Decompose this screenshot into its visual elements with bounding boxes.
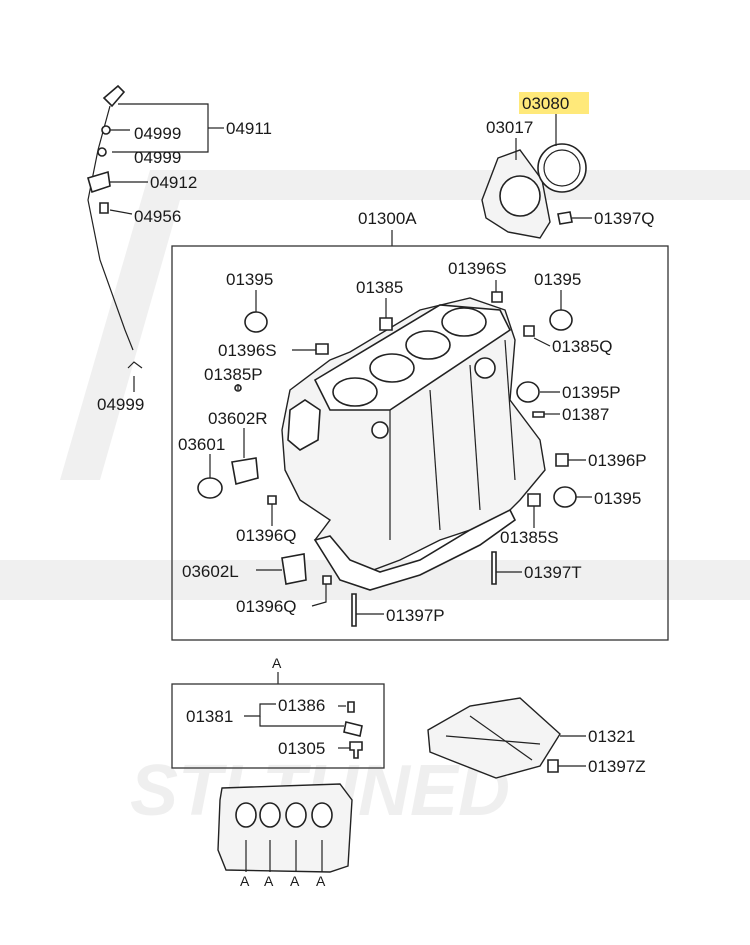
detail-A-parts bbox=[244, 701, 363, 759]
dipstick-tip-marker bbox=[127, 361, 143, 369]
label-01396s-top: 01396S bbox=[448, 259, 507, 278]
label-A-3: A bbox=[290, 873, 300, 889]
label-01385p: 01385P bbox=[204, 365, 263, 384]
front-port bbox=[371, 421, 389, 439]
seal-case-bolt bbox=[557, 211, 573, 225]
label-A-4: A bbox=[316, 873, 326, 889]
pin-01386 bbox=[347, 701, 355, 713]
label-A-1: A bbox=[240, 873, 250, 889]
plug-01395-right bbox=[549, 309, 573, 331]
plug-01385 bbox=[379, 317, 393, 331]
label-03080: 03080 bbox=[522, 94, 569, 113]
label-01397t: 01397T bbox=[524, 563, 582, 582]
label-01300a: 01300A bbox=[358, 209, 417, 228]
label-01385: 01385 bbox=[356, 278, 403, 297]
front-boss bbox=[287, 399, 321, 451]
side-port bbox=[474, 357, 496, 379]
label-01385s: 01385S bbox=[500, 528, 559, 547]
plug-01396q-lower bbox=[322, 575, 332, 585]
label-01397z: 01397Z bbox=[588, 757, 646, 776]
heat-shield bbox=[427, 697, 561, 779]
plug-01385s bbox=[527, 493, 541, 507]
label-01397q: 01397Q bbox=[594, 209, 655, 228]
bolt-01305 bbox=[349, 741, 363, 759]
label-01385q: 01385Q bbox=[552, 337, 613, 356]
rear-seal-assembly bbox=[481, 114, 592, 239]
cylinder-bore-3 bbox=[405, 330, 451, 360]
label-01386: 01386 bbox=[278, 696, 325, 715]
block-bottom-view bbox=[217, 783, 353, 873]
label-01396s-left: 01396S bbox=[218, 341, 277, 360]
label-A-2: A bbox=[264, 873, 274, 889]
label-04999-lower: 04999 bbox=[134, 148, 181, 167]
label-01396p: 01396P bbox=[588, 451, 647, 470]
plug-01385q bbox=[523, 325, 535, 337]
dipstick-guide-bracket bbox=[87, 170, 111, 194]
label-01397p: 01397P bbox=[386, 606, 445, 625]
detail-A-frame bbox=[171, 683, 385, 769]
cylinder-block bbox=[281, 297, 546, 591]
bearing-03601 bbox=[197, 477, 223, 499]
block-underside bbox=[217, 783, 353, 873]
plug-01396s-top bbox=[491, 291, 503, 303]
label-01305: 01305 bbox=[278, 739, 325, 758]
cylinder-bore-4 bbox=[441, 307, 487, 337]
rear-case-hole bbox=[499, 175, 541, 217]
plug-01395-left bbox=[244, 311, 268, 333]
cylinder-block-frame bbox=[171, 245, 669, 641]
bearing-03602r bbox=[231, 457, 259, 486]
heat-shield-bolt bbox=[547, 759, 559, 773]
label-03601: 03601 bbox=[178, 435, 225, 454]
block-leaders bbox=[209, 280, 592, 615]
plug-01395p bbox=[516, 381, 540, 403]
cylinder-bore-1 bbox=[332, 377, 378, 407]
o-ring-lower bbox=[97, 147, 107, 157]
plug-01396s-left bbox=[315, 343, 329, 355]
label-01395-lower: 01395 bbox=[594, 489, 641, 508]
rear-oil-seal bbox=[537, 143, 587, 193]
bolt-01397p bbox=[351, 593, 357, 627]
bearing-03602l bbox=[281, 553, 307, 585]
dipstick-rod bbox=[87, 105, 134, 351]
label-03602r: 03602R bbox=[208, 409, 268, 428]
label-01396q-lower: 01396Q bbox=[236, 597, 297, 616]
label-01396q: 01396Q bbox=[236, 526, 297, 545]
plug-01396p bbox=[555, 453, 569, 467]
label-01395p: 01395P bbox=[562, 383, 621, 402]
label-04956: 04956 bbox=[134, 207, 181, 226]
cylinder-bore-2 bbox=[369, 353, 415, 383]
label-01395-left: 01395 bbox=[226, 270, 273, 289]
label-01321: 01321 bbox=[588, 727, 635, 746]
block-oil-pan-flange bbox=[313, 508, 517, 591]
plug-01396q bbox=[267, 495, 277, 505]
pin-01387 bbox=[532, 411, 545, 418]
dipstick-assembly bbox=[87, 84, 224, 392]
heat-shield-assembly bbox=[427, 697, 586, 779]
label-01387: 01387 bbox=[562, 405, 609, 424]
label-A-detail: A bbox=[272, 655, 282, 671]
label-01381: 01381 bbox=[186, 707, 233, 726]
label-01395-right: 01395 bbox=[534, 270, 581, 289]
o-ring-upper bbox=[101, 125, 111, 135]
bolt-01397t bbox=[491, 551, 497, 585]
label-04912: 04912 bbox=[150, 173, 197, 192]
label-03602l: 03602L bbox=[182, 562, 239, 581]
highlight-03080 bbox=[519, 92, 589, 114]
dipstick-handle bbox=[102, 84, 126, 108]
label-04999-upper: 04999 bbox=[134, 124, 181, 143]
block-plugs-and-bearings bbox=[197, 291, 577, 627]
clip-01381 bbox=[343, 721, 363, 737]
label-04999-tip: 04999 bbox=[97, 395, 144, 414]
plug-01395-lower bbox=[553, 486, 577, 508]
label-03017: 03017 bbox=[486, 118, 533, 137]
label-04911: 04911 bbox=[226, 119, 272, 138]
dipstick-bolt bbox=[99, 202, 109, 214]
